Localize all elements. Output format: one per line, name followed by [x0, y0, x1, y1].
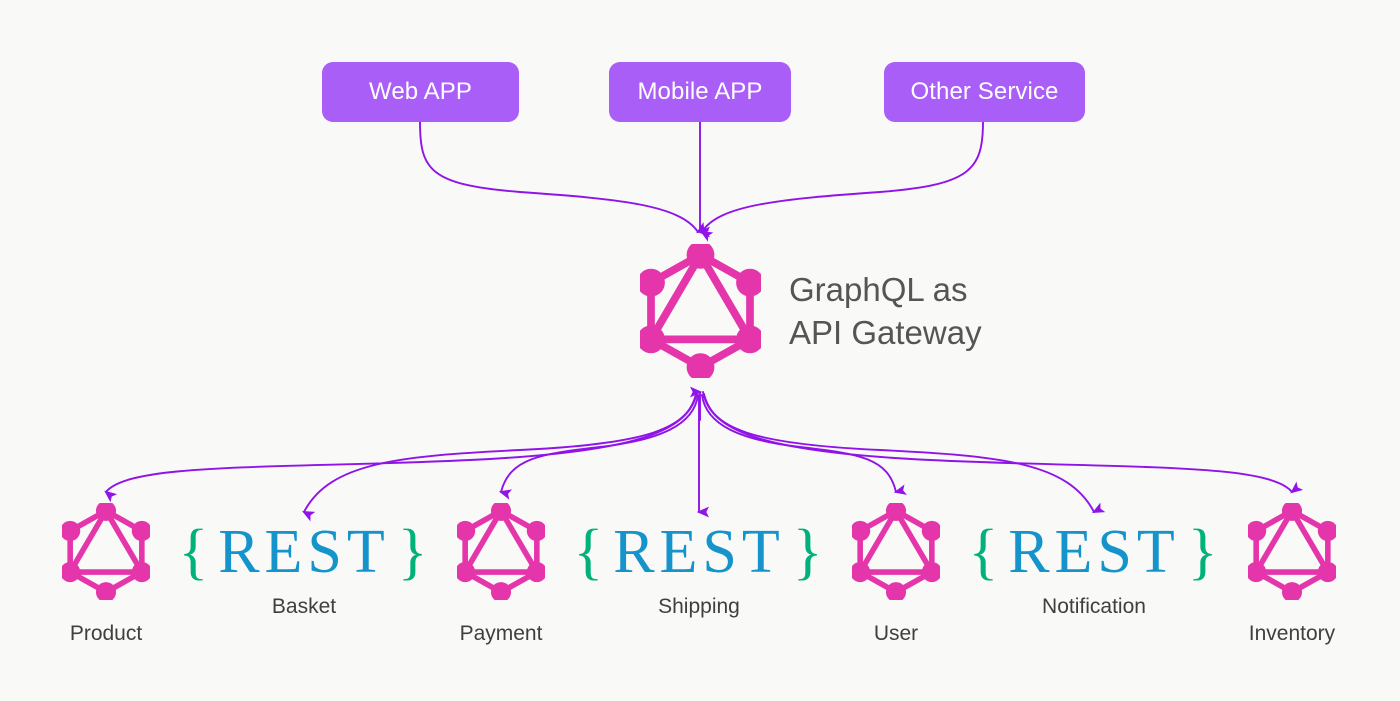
service-label: Inventory: [1248, 622, 1336, 645]
client-box-label: Other Service: [910, 78, 1059, 105]
graphql-gateway[interactable]: GraphQL as API Gateway: [640, 244, 982, 378]
edge-gateway-to-user: [701, 394, 907, 495]
graphql-logo-icon: [457, 503, 545, 600]
rest-logo-icon: { REST }: [178, 521, 429, 583]
service-payment[interactable]: Payment: [457, 503, 545, 646]
client-box-mobile-app[interactable]: Mobile APP: [609, 62, 791, 122]
edge-webapp-to-gateway: [419, 121, 710, 234]
service-label: Shipping: [658, 595, 740, 618]
service-label: Payment: [459, 622, 543, 645]
edge-gateway-to-inventory: [702, 391, 1304, 494]
service-shipping[interactable]: { REST } Shipping: [573, 521, 822, 619]
rest-logo-icon: { REST }: [573, 521, 824, 583]
rest-logo-icon: { REST }: [968, 521, 1219, 583]
gateway-label: GraphQL as API Gateway: [789, 271, 982, 351]
edge-gateway-to-basket: [302, 393, 697, 522]
rest-word: REST: [218, 518, 390, 586]
rest-open-brace: {: [573, 518, 606, 586]
service-inventory[interactable]: Inventory: [1248, 503, 1336, 646]
service-label: Basket: [271, 595, 337, 618]
client-box-other-service[interactable]: Other Service: [884, 62, 1085, 122]
service-label: Notification: [1042, 595, 1146, 618]
service-label: User: [873, 622, 919, 645]
service-basket[interactable]: { REST } Basket: [178, 521, 427, 619]
client-box-label: Web APP: [369, 78, 472, 105]
service-notification[interactable]: { REST } Notification: [968, 521, 1217, 619]
service-label: Product: [69, 622, 143, 645]
rest-open-brace: {: [968, 518, 1001, 586]
rest-close-brace: }: [792, 518, 825, 586]
graphql-logo-icon: [640, 244, 761, 378]
edge-gateway-to-notification: [703, 393, 1106, 514]
graphql-logo-icon: [1248, 503, 1336, 600]
rest-close-brace: }: [397, 518, 430, 586]
rest-close-brace: }: [1187, 518, 1220, 586]
graphql-logo-icon: [62, 503, 150, 600]
service-user[interactable]: User: [852, 503, 940, 646]
rest-word: REST: [613, 518, 785, 586]
service-product[interactable]: Product: [62, 503, 150, 646]
client-box-web-app[interactable]: Web APP: [322, 62, 519, 122]
edge-gateway-to-product: [104, 391, 698, 503]
edge-otherservice-to-gateway: [700, 121, 984, 242]
rest-open-brace: {: [178, 518, 211, 586]
graphql-logo-icon: [852, 503, 940, 600]
edge-gateway-to-payment: [498, 394, 699, 500]
rest-word: REST: [1008, 518, 1180, 586]
client-box-label: Mobile APP: [637, 78, 763, 105]
